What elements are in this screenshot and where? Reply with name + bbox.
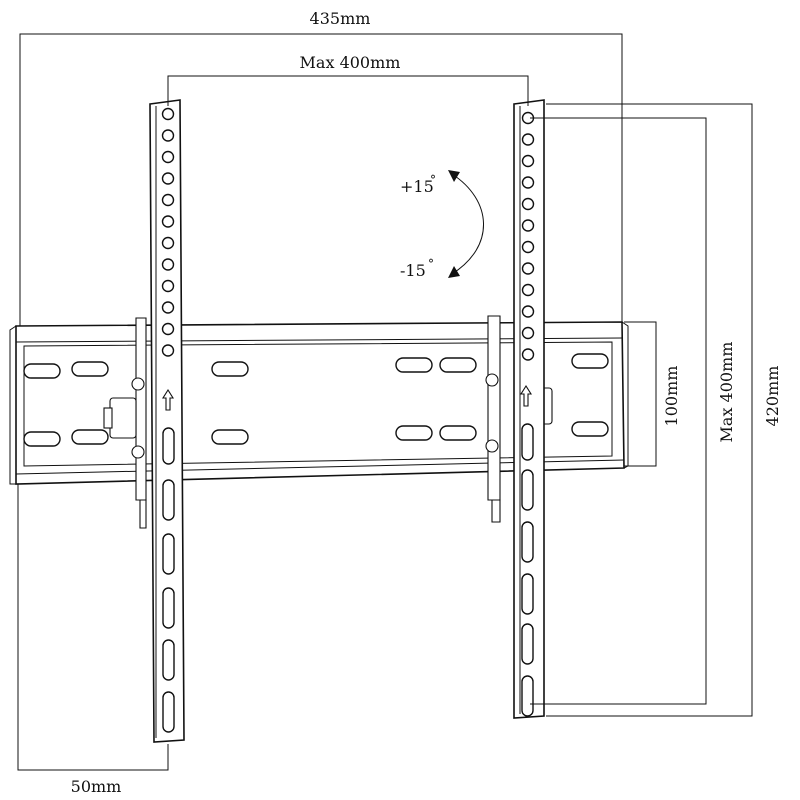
arm-slot — [162, 691, 175, 733]
tilt-down-degree: ° — [428, 257, 434, 271]
arm-hole — [161, 172, 175, 185]
left-arm — [149, 99, 185, 743]
arm-hole — [521, 348, 535, 361]
tilt-up-label: +15 — [400, 177, 434, 196]
hinge-bolt — [131, 377, 145, 391]
arm-hole — [521, 305, 535, 318]
rail-slot — [211, 429, 249, 445]
hinge-bolt — [485, 439, 499, 453]
rail-slot — [571, 421, 609, 437]
rail-height-label: 100mm — [662, 366, 681, 427]
arm-slot — [162, 639, 175, 681]
rail-slot — [395, 357, 433, 373]
rail-slot — [571, 353, 609, 369]
arm-hole — [521, 219, 535, 232]
arm-hole — [521, 176, 535, 189]
curved-double-arrow-icon — [448, 170, 484, 278]
arm-hole — [521, 154, 535, 168]
arm-hole — [521, 283, 535, 297]
arm-length-label: 420mm — [763, 366, 782, 427]
rail-slot — [23, 363, 61, 379]
arm-hole — [161, 322, 175, 336]
arm-hole — [161, 258, 175, 271]
arm-hole — [161, 193, 175, 207]
arm-hole — [161, 107, 175, 121]
max-horizontal-spacing-label: Max 400mm — [300, 53, 401, 72]
tilt-knob-cap — [103, 407, 113, 429]
arm-hole — [161, 215, 175, 228]
arm-slot — [162, 587, 175, 629]
arm-hole — [161, 150, 175, 164]
hinge-bolt — [131, 445, 145, 459]
arm-slot — [521, 623, 534, 665]
tilt-down-label: -15 — [400, 261, 426, 280]
rail-slot — [23, 431, 61, 447]
tilt-up-degree: ° — [430, 173, 436, 187]
arm-slot — [521, 675, 534, 717]
rail-slot — [439, 357, 477, 373]
hinge-bolt — [485, 373, 499, 387]
arm-hole — [161, 129, 175, 142]
rail-slot — [439, 425, 477, 441]
up-arrow-icon — [162, 388, 174, 411]
rail-slot — [395, 425, 433, 441]
arm-hole — [161, 236, 175, 250]
overall-width-label: 435mm — [310, 9, 371, 28]
arm-hole — [521, 197, 535, 211]
arm-slot — [521, 423, 534, 461]
tilt-knob — [109, 397, 137, 439]
arm-slot — [162, 533, 175, 575]
left-hinge — [103, 317, 147, 529]
max-vertical-spacing-label: Max 400mm — [717, 342, 736, 443]
arm-slot — [162, 427, 175, 465]
arm-slot — [521, 573, 534, 615]
arm-hole — [521, 262, 535, 275]
rail-slot — [71, 429, 109, 445]
dimension-lines — [17, 33, 753, 771]
right-arm — [513, 99, 545, 719]
rail-slot — [211, 361, 249, 377]
arm-hole — [521, 240, 535, 254]
arm-hole — [521, 326, 535, 340]
arm-slot — [521, 521, 534, 563]
arm-hole — [161, 279, 175, 293]
bottom-offset-label: 50mm — [71, 777, 122, 796]
arm-hole — [161, 344, 175, 357]
arm-hole — [161, 301, 175, 314]
rail-slot — [71, 361, 109, 377]
arm-hole — [521, 133, 535, 146]
arm-slot — [162, 479, 175, 521]
arm-slot — [521, 469, 534, 511]
up-arrow-icon — [520, 384, 532, 407]
